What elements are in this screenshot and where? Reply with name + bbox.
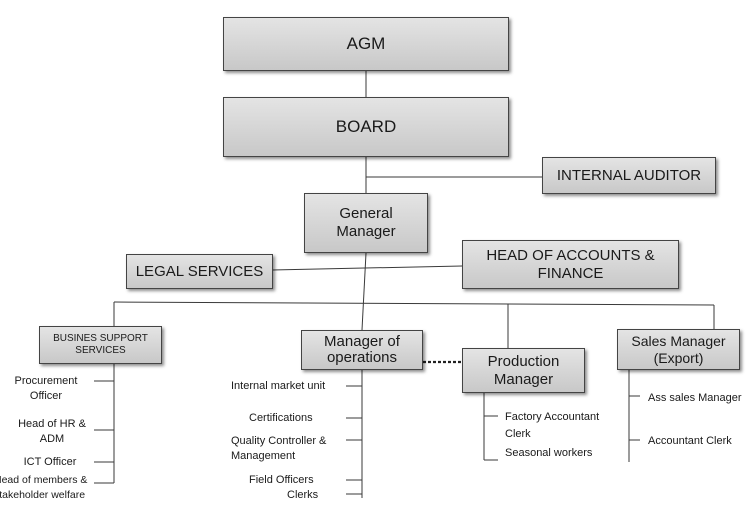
production-manager-box: Production Manager	[462, 348, 585, 393]
quality-controller-label: Quality Controller & Management	[231, 435, 327, 462]
internal-auditor-box: INTERNAL AUDITOR	[542, 157, 716, 194]
head-of-accounts-finance-box: HEAD OF ACCOUNTS & FINANCE	[462, 240, 679, 289]
field-officers-label: Field Officers	[249, 474, 314, 486]
agm-box: AGM	[223, 17, 509, 71]
internal-market-unit-label: Internal market unit	[231, 380, 326, 392]
business-support-services-box: BUSINES SUPPORT SERVICES	[39, 326, 162, 364]
ass-sales-manager-label: Ass sales Manager	[648, 392, 742, 404]
accountant-clerk-label: Accountant Clerk	[648, 435, 732, 447]
procurement-officer-label: Procurement Officer	[14, 375, 78, 402]
head-of-hr-adm-label: Head of HR & ADM	[18, 418, 86, 445]
board-box: BOARD	[223, 97, 509, 157]
seasonal-workers-label: Seasonal workers	[505, 447, 593, 459]
factory-accountant-clerk-label: Factory Accountant Clerk	[505, 411, 600, 441]
legal-services-box: LEGAL SERVICES	[126, 254, 273, 289]
manager-of-operations-box: Manager of operations	[301, 330, 423, 370]
general-manager-box: General Manager	[304, 193, 428, 253]
certifications-label: Certifications	[249, 412, 313, 424]
clerks-label: Clerks	[287, 489, 319, 501]
ict-officer-label: ICT Officer	[23, 456, 77, 468]
sales-manager-box: Sales Manager (Export)	[617, 329, 740, 370]
head-of-members-welfare-label: Head of members & stakeholder welfare	[0, 474, 88, 501]
